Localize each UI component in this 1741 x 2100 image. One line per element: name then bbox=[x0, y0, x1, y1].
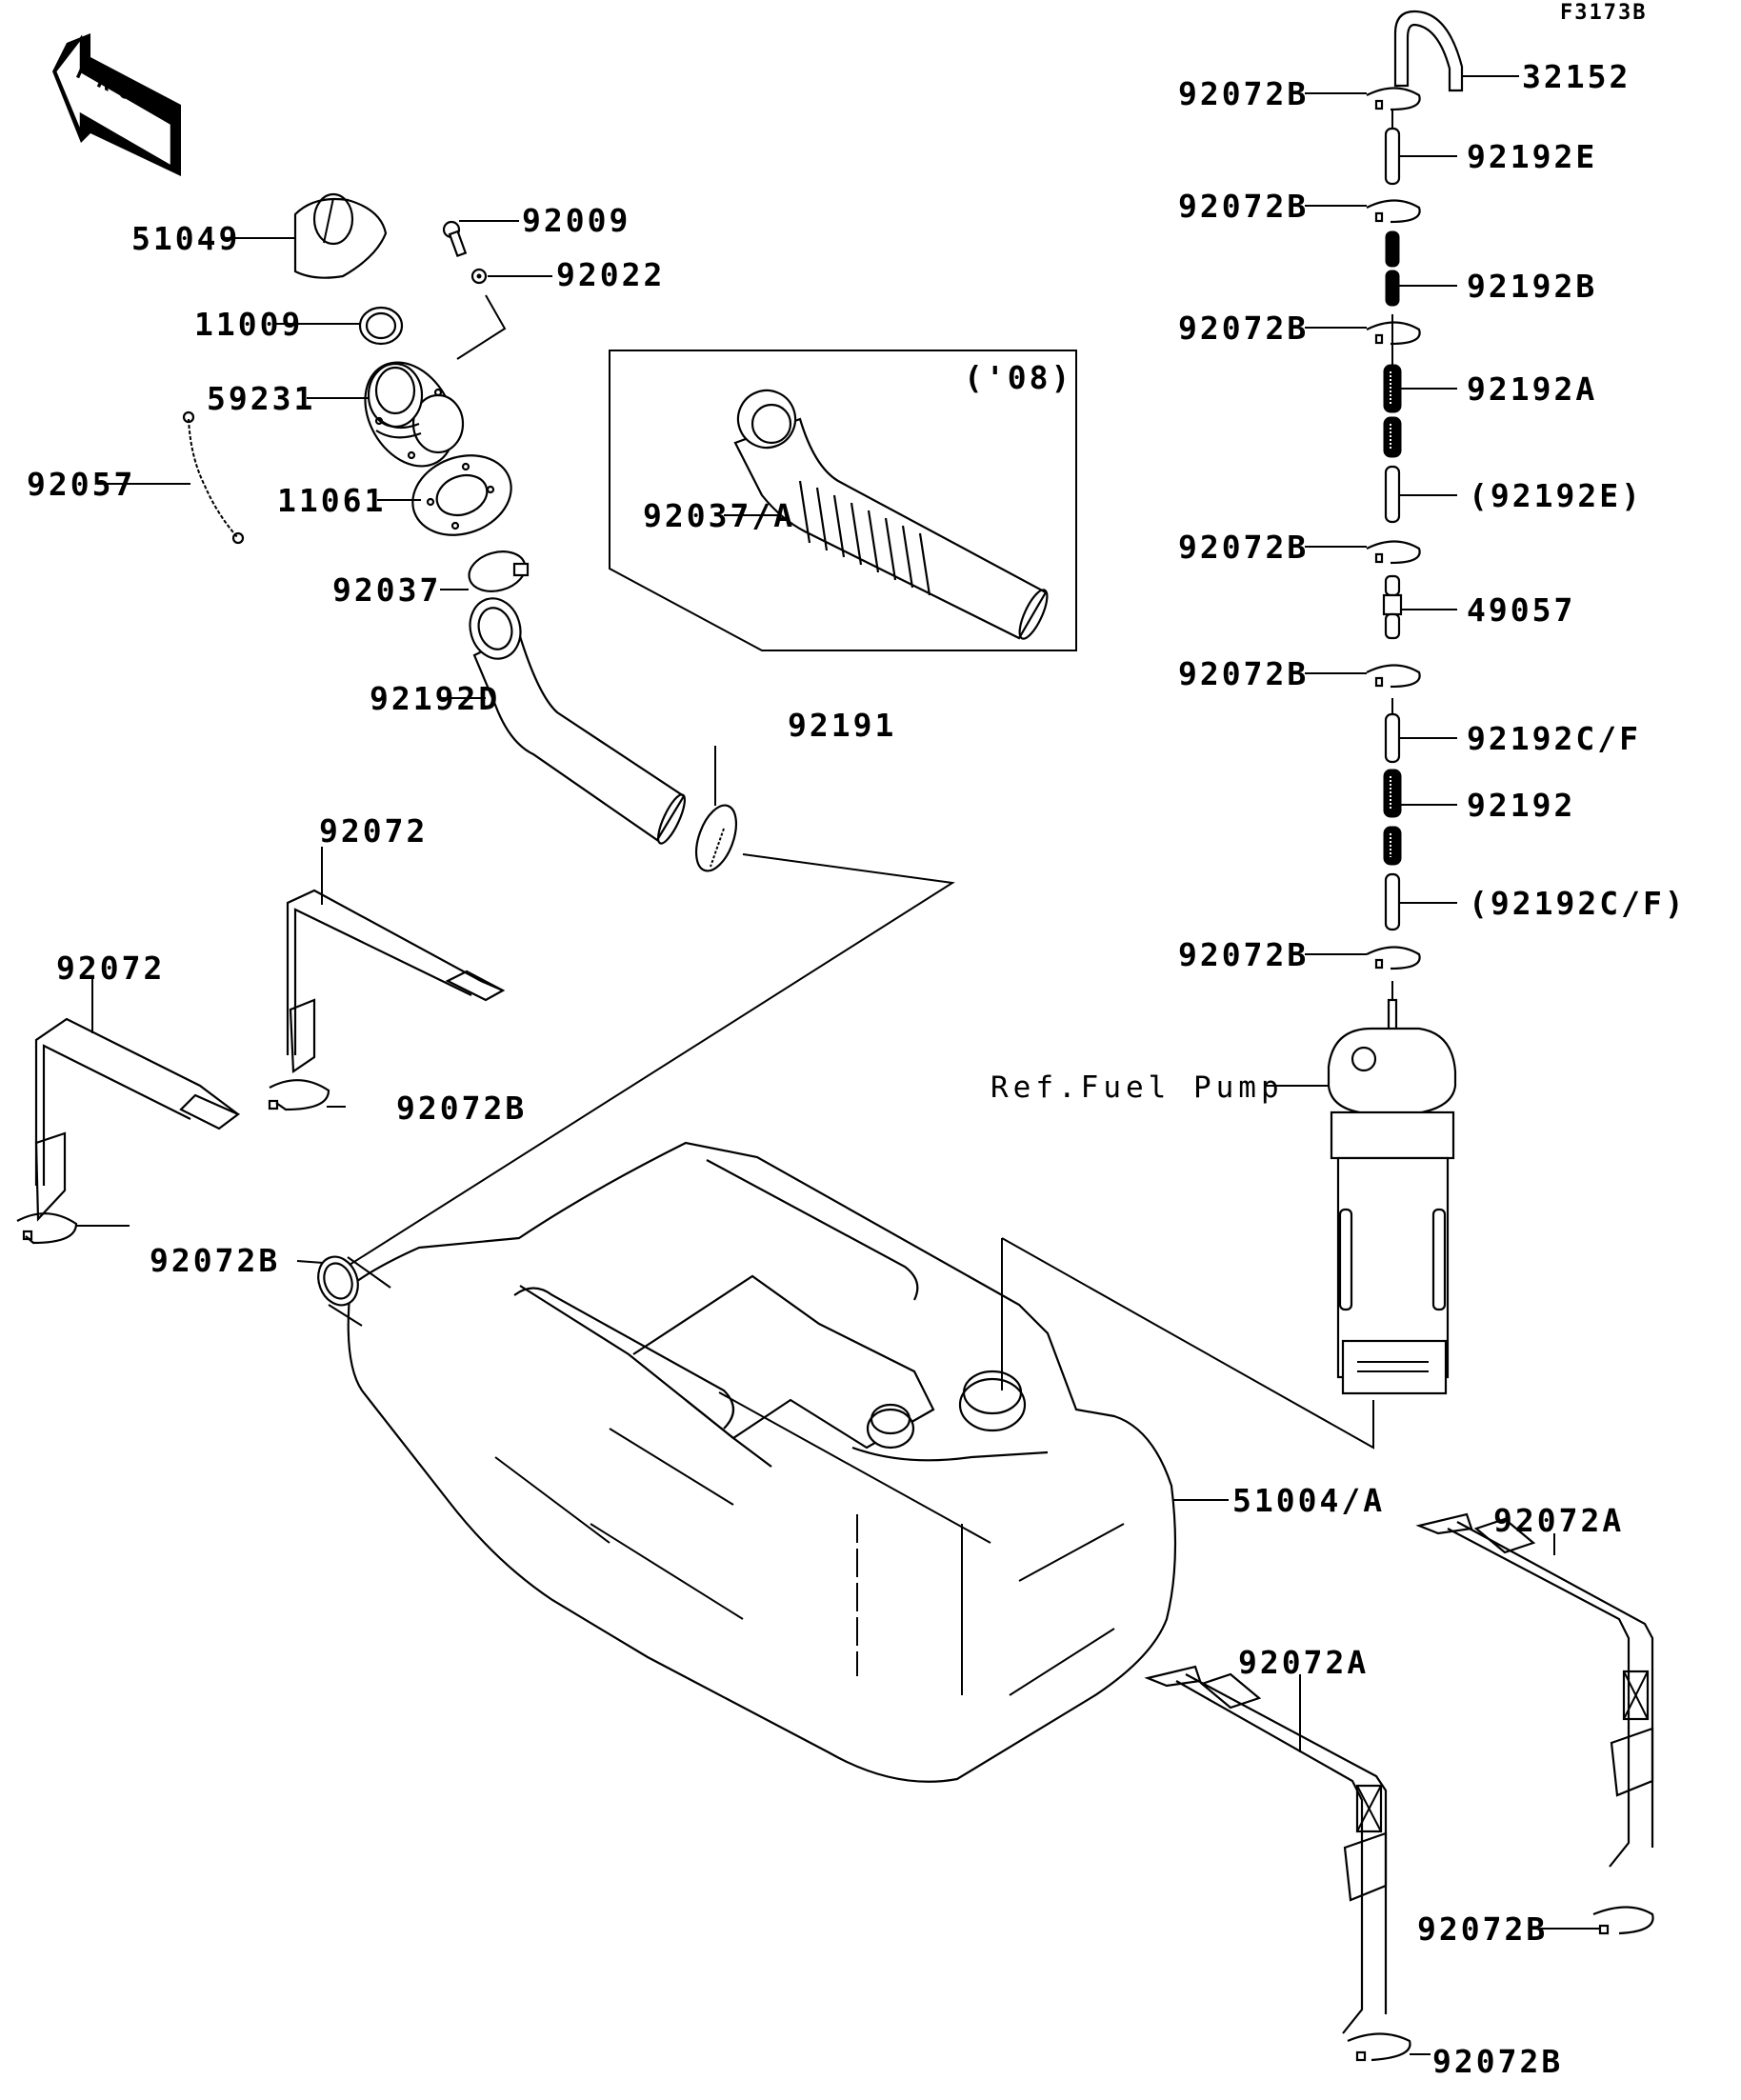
hose-clamp-a-part[interactable] bbox=[689, 800, 744, 876]
callout-11061[interactable]: 11061 bbox=[277, 482, 386, 519]
callout-92192E-paren[interactable]: (92192E) bbox=[1469, 477, 1643, 514]
front-arrow-icon: FRONT bbox=[52, 33, 190, 176]
callout-11009[interactable]: 11009 bbox=[194, 306, 303, 343]
hose-92192CF-part[interactable] bbox=[1384, 712, 1401, 764]
callout-92192A[interactable]: 92192A bbox=[1467, 370, 1597, 408]
band-clip-br1-part[interactable] bbox=[1592, 1906, 1654, 1935]
inset-box bbox=[609, 350, 1077, 651]
spring-92192-upper-part[interactable] bbox=[1383, 769, 1402, 818]
hose-92192B-upper-part[interactable] bbox=[1385, 230, 1400, 268]
callout-92072-lower[interactable]: 92072 bbox=[56, 950, 165, 987]
callout-92191[interactable]: 92037/A bbox=[643, 497, 795, 534]
band-clip-br2-part[interactable] bbox=[1347, 2032, 1411, 2062]
hose-92192B-lower-part[interactable] bbox=[1385, 270, 1400, 307]
tank-strap-upper-part[interactable] bbox=[286, 889, 506, 1074]
callout-92072B-r4[interactable]: 92072B bbox=[1178, 529, 1309, 566]
o-ring-part[interactable] bbox=[358, 306, 404, 346]
filler-hose-part[interactable] bbox=[464, 592, 690, 846]
figure-code: F3173B bbox=[1560, 1, 1647, 25]
callout-92072B-r6[interactable]: 92072B bbox=[1178, 936, 1309, 973]
vent-hose-32152-part[interactable] bbox=[1393, 10, 1464, 92]
spring-92192A-lower-part[interactable] bbox=[1383, 416, 1402, 458]
callout-51004A[interactable]: 51004/A bbox=[1232, 1482, 1385, 1519]
callout-32152[interactable]: 32152 bbox=[1522, 58, 1631, 95]
reference-label-fuel-pump[interactable]: Ref.Fuel Pump bbox=[991, 1070, 1284, 1105]
callout-92072B-r3[interactable]: 92072B bbox=[1178, 310, 1309, 347]
callout-92192E[interactable]: 92192E bbox=[1467, 138, 1597, 175]
screw-part[interactable] bbox=[442, 220, 468, 258]
band-clip-r3-part[interactable] bbox=[1366, 321, 1421, 346]
fuel-pump-part[interactable] bbox=[1327, 998, 1457, 1395]
callout-92057[interactable]: 92057 bbox=[27, 466, 135, 503]
callout-51049[interactable]: 51049 bbox=[131, 220, 240, 257]
band-clip-left1-part[interactable] bbox=[268, 1079, 330, 1111]
callout-92037[interactable]: 92037 bbox=[332, 571, 441, 609]
band-clip-r5-part[interactable] bbox=[1366, 664, 1421, 689]
callout-92022[interactable]: 92022 bbox=[556, 256, 665, 293]
callout-92072B-r1[interactable]: 92072B bbox=[1178, 75, 1309, 112]
band-clip-r4-part[interactable] bbox=[1366, 540, 1421, 565]
callout-92192D[interactable]: 92192D bbox=[370, 680, 500, 717]
tank-strap-a-right-part[interactable] bbox=[1415, 1512, 1654, 1868]
callout-92192[interactable]: 92192 bbox=[1467, 787, 1575, 824]
gasket-plate-part[interactable] bbox=[402, 442, 523, 548]
spring-92192-lower-part[interactable] bbox=[1383, 826, 1402, 866]
band-clip-r2-part[interactable] bbox=[1366, 199, 1421, 224]
callout-92192B[interactable]: 92192B bbox=[1467, 268, 1597, 305]
callout-92072B-br1[interactable]: 92072B bbox=[1417, 1910, 1548, 1948]
fuel-tank-part[interactable] bbox=[311, 1141, 1177, 1783]
band-clip-r1-part[interactable] bbox=[1366, 87, 1421, 111]
tank-strap-a-mid-part[interactable] bbox=[1144, 1665, 1388, 2034]
spring-92192A-upper-part[interactable] bbox=[1383, 364, 1402, 413]
chain-part[interactable] bbox=[188, 418, 239, 539]
callout-92072B-left1[interactable]: 92072B bbox=[396, 1090, 527, 1127]
band-clip-stack bbox=[1366, 87, 1421, 970]
hose-92192E-second-part[interactable] bbox=[1384, 465, 1401, 524]
band-clip-r6-part[interactable] bbox=[1366, 946, 1421, 970]
fitting-49057-part[interactable] bbox=[1382, 574, 1403, 640]
callout-92072B-r2[interactable]: 92072B bbox=[1178, 188, 1309, 225]
callout-92192CF-paren[interactable]: (92192C/F) bbox=[1469, 885, 1687, 922]
callout-92072A-right[interactable]: 92072A bbox=[1493, 1502, 1624, 1539]
callout-49057[interactable]: 49057 bbox=[1467, 591, 1575, 629]
callout-92192CF[interactable]: 92192C/F bbox=[1467, 720, 1641, 757]
band-clip-left2-part[interactable] bbox=[16, 1212, 78, 1245]
tank-strap-lower-part[interactable] bbox=[34, 1017, 241, 1222]
fuel-cap-part[interactable] bbox=[293, 192, 388, 279]
hose-clamp-part[interactable] bbox=[465, 546, 530, 597]
callout-92072B-r5[interactable]: 92072B bbox=[1178, 655, 1309, 692]
callout-92072-upper[interactable]: 92072 bbox=[319, 812, 428, 850]
filler-hose-08-part[interactable] bbox=[730, 383, 1052, 643]
callout-92072B-left2[interactable]: 92072B bbox=[150, 1242, 280, 1279]
hose-92192CF-second-part[interactable] bbox=[1384, 872, 1401, 931]
inset-label: ('08) bbox=[964, 359, 1072, 396]
filler-neck-part[interactable] bbox=[348, 347, 472, 482]
callout-92009[interactable]: 92009 bbox=[522, 202, 630, 239]
hose-92192E-part[interactable] bbox=[1384, 127, 1401, 186]
callout-59231[interactable]: 59231 bbox=[207, 380, 315, 417]
callout-92072B-br2[interactable]: 92072B bbox=[1432, 2043, 1563, 2080]
callout-92072A-mid[interactable]: 92072A bbox=[1238, 1644, 1369, 1681]
callout-92037A[interactable]: 92191 bbox=[788, 707, 896, 744]
